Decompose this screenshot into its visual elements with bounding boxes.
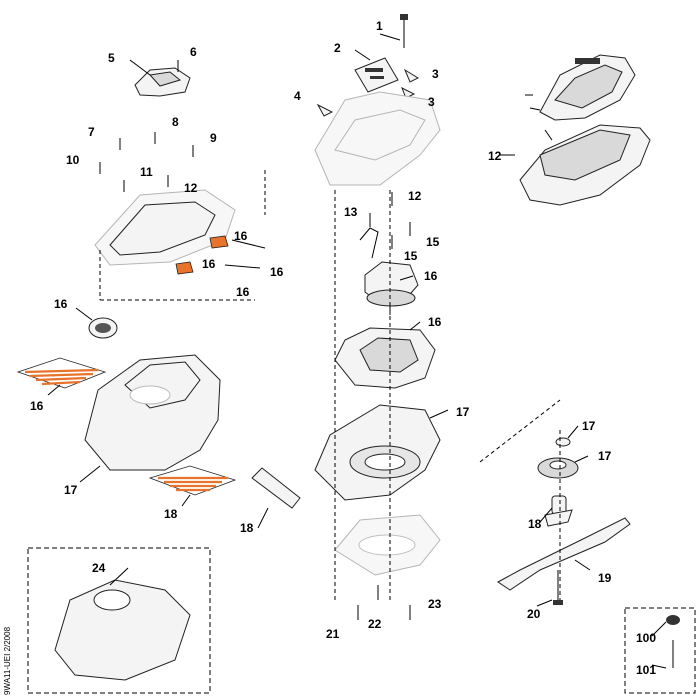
callout-23: 18 — [164, 507, 178, 521]
callout-17-a: 12 — [408, 189, 422, 203]
callout-17-b: 13 — [344, 205, 358, 219]
callout-18-a: 21 — [326, 627, 340, 641]
part-8-bolt — [553, 570, 563, 605]
callout-4: 16 — [424, 269, 438, 283]
callout-labels: 1 2 3 3 4 5 6 7 8 9 10 11 12 12 12 13 15… — [30, 19, 656, 677]
callout-101: 101 — [636, 663, 656, 677]
ghost-upper-housing — [314, 91, 441, 186]
part-19-washer — [555, 437, 571, 447]
callout-13: 18 — [240, 521, 254, 535]
callout-10: 5 — [108, 51, 115, 65]
callout-102: 24 — [92, 561, 106, 575]
part-21-blade — [497, 517, 631, 591]
callout-16-a: 6 — [190, 45, 197, 59]
screw-icon — [99, 60, 411, 620]
callout-6: 17 — [456, 405, 470, 419]
part-1-chassis-assembly — [519, 54, 651, 206]
callout-5: 17 — [598, 449, 612, 463]
part-7-hub — [544, 495, 573, 527]
callout-16-g: 12 — [184, 181, 198, 195]
part-20-label-plate — [354, 57, 399, 93]
part-9-motor-housing — [334, 327, 436, 389]
callout-18-c: 23 — [428, 597, 442, 611]
callout-18-b: 22 — [368, 617, 382, 631]
callout-17-d: 15 — [404, 249, 418, 263]
callout-16-b: 7 — [88, 125, 95, 139]
part-12-clips — [316, 68, 420, 117]
part-11-cover — [84, 354, 221, 471]
ghost-lower-deck — [334, 514, 441, 576]
part-2-screw — [400, 14, 408, 48]
callout-16-c: 8 — [172, 115, 179, 129]
callout-3-a: 16 — [270, 265, 284, 279]
callout-2: 1 — [376, 19, 383, 33]
callout-3-b: 16 — [236, 285, 250, 299]
callout-16-e: 10 — [66, 153, 80, 167]
part-23-stripe-decal — [148, 465, 237, 496]
callout-9: 16 — [428, 315, 442, 329]
part-13-handle — [251, 467, 301, 509]
callout-17-c: 15 — [426, 235, 440, 249]
callout-12-a: 3 — [432, 67, 439, 81]
callout-24: 16 — [30, 399, 44, 413]
part-3-holder — [94, 189, 236, 275]
callout-1: 12 — [488, 149, 502, 163]
callout-20: 2 — [334, 41, 341, 55]
callout-12-b: 3 — [428, 95, 435, 109]
callout-19: 17 — [582, 419, 596, 433]
callout-8: 20 — [527, 607, 541, 621]
inset-102-box — [27, 547, 211, 694]
doc-code: 9WA11-UEI 2/2008 — [3, 626, 12, 695]
part-10-bracket — [134, 67, 191, 97]
callout-15-a: 16 — [234, 229, 248, 243]
callout-16-f: 11 — [140, 165, 153, 179]
callout-15-b: 16 — [202, 257, 216, 271]
assembly-lines — [99, 170, 561, 600]
inset-100-box — [624, 607, 696, 694]
part-6-deck — [314, 404, 441, 501]
callout-22: 16 — [54, 297, 68, 311]
callout-7: 18 — [528, 517, 542, 531]
callout-21: 19 — [598, 571, 612, 585]
callout-16-d: 9 — [210, 131, 217, 145]
part-22-badge — [88, 317, 118, 339]
part-4-motor — [359, 227, 419, 315]
callout-100: 100 — [636, 631, 656, 645]
part-5-fan — [537, 457, 579, 479]
part-24-stripe-decal — [16, 357, 107, 389]
callout-12-c: 4 — [294, 89, 301, 103]
leader-lines — [47, 33, 667, 669]
callout-11: 17 — [64, 483, 78, 497]
